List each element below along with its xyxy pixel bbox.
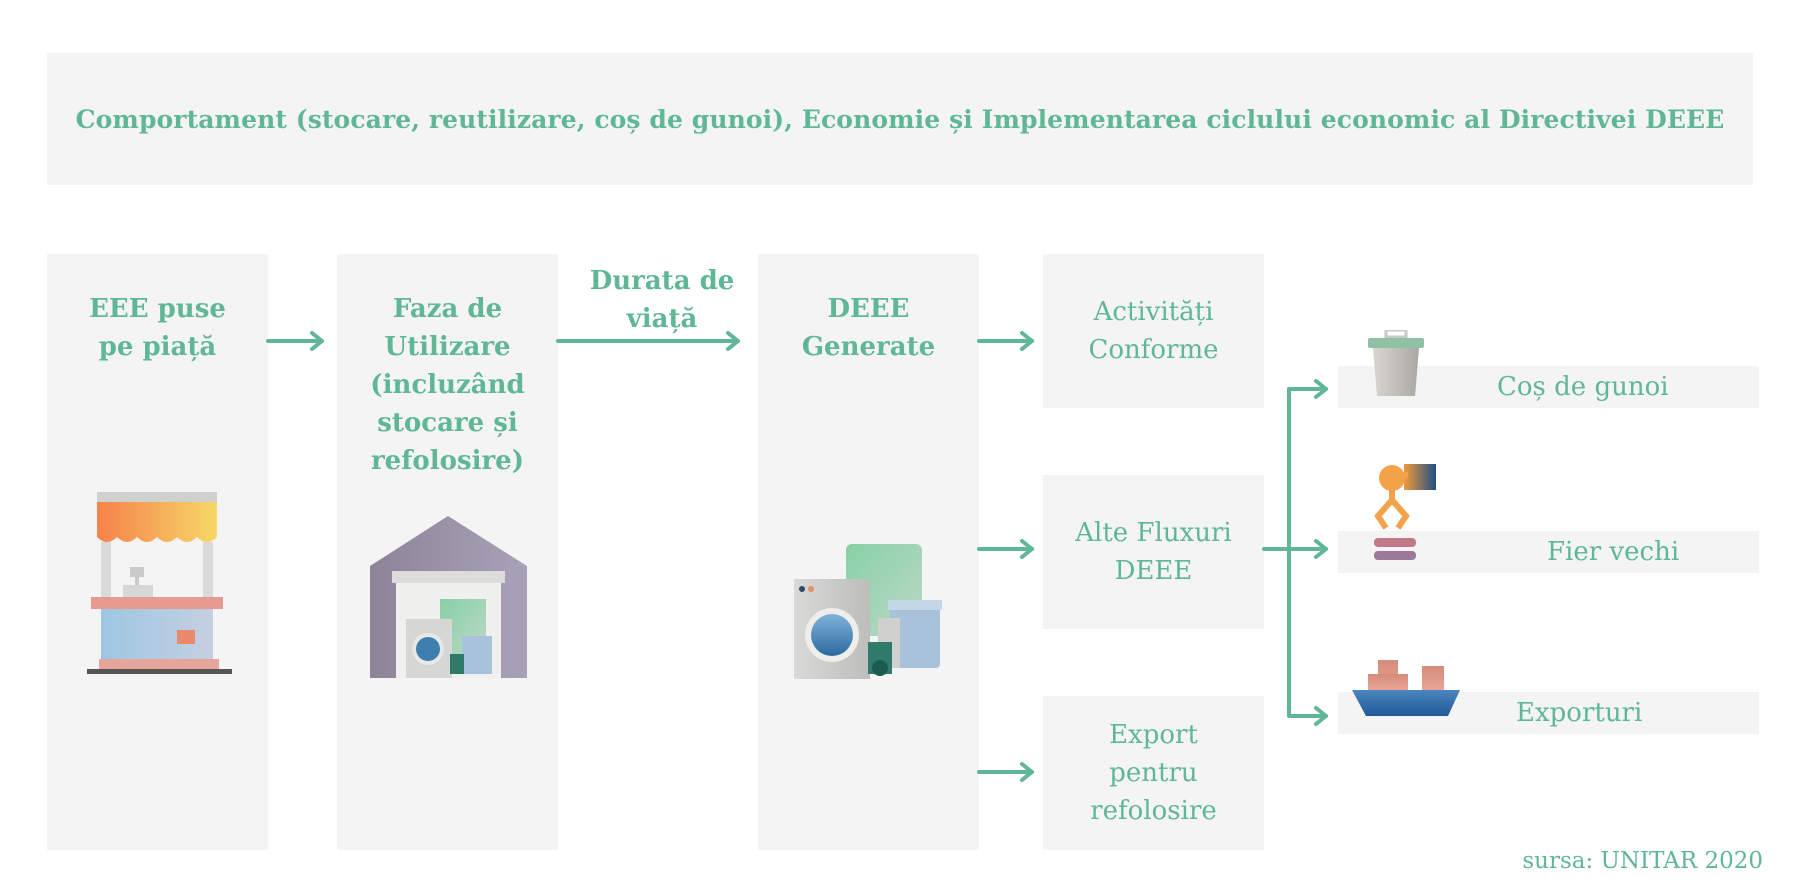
outcome-bin-label: Coș de gunoi [1497, 372, 1669, 402]
source-note: sursa: UNITAR 2020 [1522, 848, 1763, 874]
trash-bin-icon [1368, 330, 1424, 396]
stage-use-label: Faza de Utilizare (incluzând stocare și … [370, 294, 525, 476]
scrap-crane-icon [1374, 464, 1436, 560]
cargo-ship-icon [1352, 660, 1460, 716]
lifespan-label: Durata de viață [589, 266, 735, 334]
house-appliances-icon [370, 516, 527, 678]
flow-other: Alte Fluxuri DEEE [1043, 475, 1264, 629]
outcome-exports-label: Exporturi [1516, 698, 1643, 728]
appliances-icon [794, 544, 942, 679]
outcome-scrap-label: Fier vechi [1547, 537, 1680, 567]
stage-use: Faza de Utilizare (incluzând stocare și … [337, 254, 558, 850]
stage-market-label: EEE puse pe piață [89, 294, 226, 362]
diagram-title: Comportament (stocare, reutilizare, coș … [75, 104, 1725, 134]
flow-other-label: Alte Fluxuri DEEE [1075, 518, 1232, 586]
flow-compliant: Activități Conforme [1043, 254, 1264, 408]
stage-generated: DEEE Generate [758, 254, 979, 850]
flow-compliant-label: Activități Conforme [1088, 297, 1219, 365]
market-stall-icon [87, 492, 232, 674]
flow-export-reuse: Export pentru refolosire [1043, 696, 1264, 850]
stage-market: EEE puse pe piață [47, 254, 268, 850]
title-banner: Comportament (stocare, reutilizare, coș … [47, 53, 1753, 185]
flow-export-reuse-label: Export pentru refolosire [1090, 720, 1217, 826]
stage-generated-label: DEEE Generate [801, 294, 936, 362]
